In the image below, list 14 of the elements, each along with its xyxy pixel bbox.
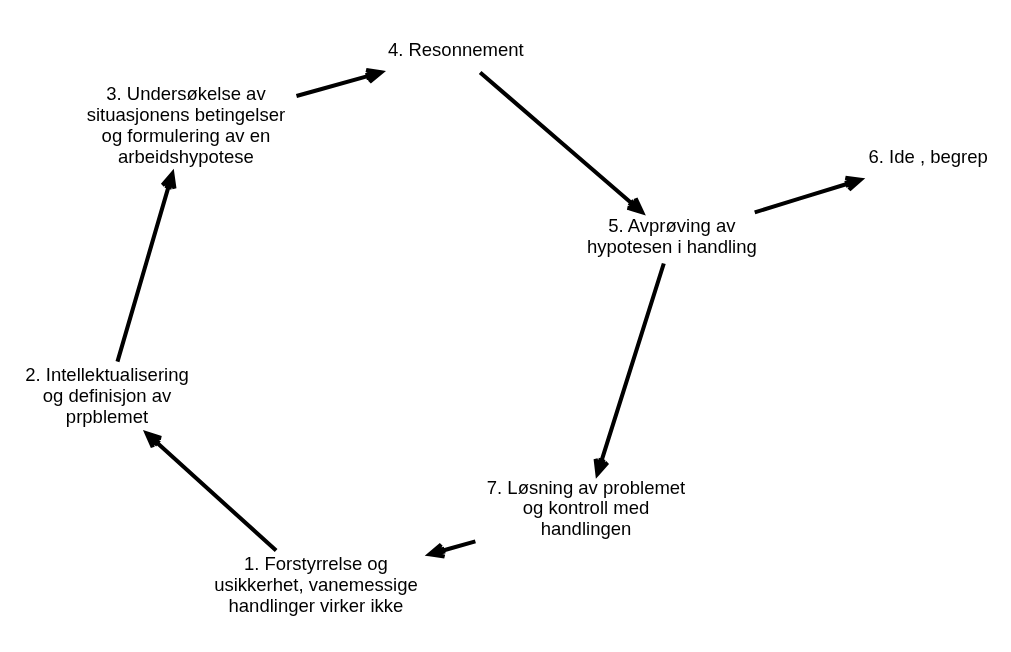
node-text: 6. Ide , begrep [867,145,988,167]
arrow [753,175,863,214]
arrow [593,262,666,476]
node-text: 2. Intellektualisering og definisjon av prpblemet [24,363,189,427]
arrow [144,430,277,552]
node-text: 1. Forstyrrelse og usikkerhet, vanemessige handlinger virker ikke [213,552,418,616]
arrow [478,70,644,214]
node-text: 7. Løsning av problemet og kontroll med handlingen [486,476,685,539]
arrow [295,67,383,98]
node-text: 4. Resonnement [387,38,524,60]
node-text: 3. Undersøkelse av situasjonens betingelser og formulering av en arbeidshypotese [86,82,285,167]
arrow [426,538,476,559]
node-text: 5. Avprøving av hypotesen i handling [586,214,757,257]
arrow [115,170,176,362]
